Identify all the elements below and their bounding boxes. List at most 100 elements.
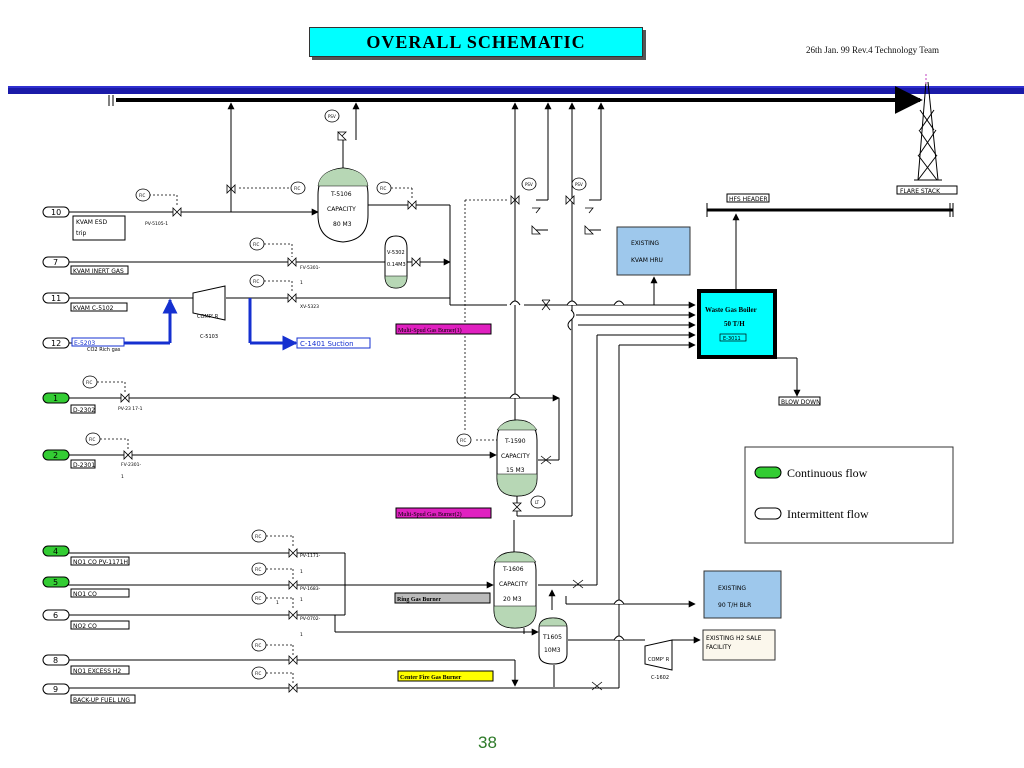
existing-blr-box	[703, 570, 782, 619]
svg-text:KVAM HRU: KVAM HRU	[631, 257, 663, 264]
svg-text:CAPACITY: CAPACITY	[501, 453, 530, 460]
svg-text:D-2302: D-2302	[73, 407, 95, 414]
existing-kvam-hru-box	[616, 226, 691, 276]
svg-text:FIC: FIC	[380, 186, 386, 191]
svg-text:11: 11	[51, 294, 61, 303]
svg-text:PSV: PSV	[575, 182, 583, 187]
burner-label-center: Center Fire Gas Burner	[400, 675, 462, 681]
svg-text:FV-5301-: FV-5301-	[300, 265, 320, 271]
top-header-bar-shade	[8, 86, 1024, 88]
svg-text:T-1606: T-1606	[502, 566, 524, 573]
svg-text:7: 7	[53, 258, 58, 267]
svg-text:KVAM ESD: KVAM ESD	[76, 219, 107, 226]
svg-text:XV-5323: XV-5323	[300, 304, 319, 310]
vessel-t1606: T-1606 CAPACITY 20 M3	[493, 551, 537, 629]
date-sup: 26	[806, 45, 815, 55]
burner-label-center-box	[397, 670, 494, 682]
svg-text:FACILITY: FACILITY	[706, 644, 732, 651]
date-revision: 26th Jan. 99 Rev.4 Technology Team	[806, 45, 939, 55]
svg-text:0.14M3: 0.14M3	[387, 262, 406, 268]
svg-text:FIC: FIC	[460, 438, 466, 443]
stream-10: 10 KVAM ESD trip	[42, 206, 126, 241]
hfs-header-label-box	[726, 193, 770, 203]
stream-tags: 10 KVAM ESD trip 7 KVAM INERT GAS 11 KVA…	[42, 206, 136, 704]
burner-label-msg2-box	[395, 507, 492, 519]
svg-text:T-5106: T-5106	[330, 191, 352, 198]
svg-text:FIC: FIC	[255, 534, 261, 539]
svg-text:FV-2301-: FV-2301-	[121, 462, 141, 468]
burner-label-msg2: Multi-Spud Gas Burner(2)	[398, 511, 462, 518]
svg-text:1: 1	[300, 569, 303, 575]
vessel-t1605: T1605 10M3	[538, 617, 568, 665]
co2-rich-gas-label: CO2 Rich gas	[87, 347, 121, 353]
compressor-c1602-icon	[644, 639, 673, 671]
svg-text:PSV: PSV	[525, 182, 533, 187]
svg-text:C-1602: C-1602	[651, 675, 669, 681]
blue-flows	[120, 298, 298, 351]
svg-text:LT: LT	[535, 500, 540, 505]
stream-11: 11 KVAM C-5102	[42, 292, 128, 312]
top-header-bar	[8, 86, 1024, 94]
svg-text:FIC: FIC	[255, 643, 261, 648]
svg-text:FIC: FIC	[253, 279, 259, 284]
c1401-suction-box	[296, 337, 371, 349]
instrument-bubbles	[82, 109, 587, 680]
svg-text:KVAM C-5102: KVAM C-5102	[73, 305, 114, 312]
legend-intermittent-swatch	[754, 507, 782, 520]
svg-text:1: 1	[53, 394, 58, 403]
page-title: OVERALL SCHEMATIC	[309, 27, 643, 57]
svg-text:NO2 CO: NO2 CO	[73, 623, 97, 630]
burner-label-ring-box	[394, 592, 491, 604]
svg-text:EXISTING: EXISTING	[718, 585, 746, 592]
svg-text:80 M3: 80 M3	[333, 221, 352, 228]
svg-text:9: 9	[53, 685, 58, 694]
svg-text:15 M3: 15 M3	[506, 467, 525, 474]
page-number: 38	[478, 733, 497, 752]
hfs-header-label: HFS HEADER	[729, 196, 768, 203]
date-rest: th Jan. 99 Rev.4 Technology Team	[815, 45, 940, 55]
legend-continuous-label: Continuous flow	[787, 466, 868, 480]
safety-valves	[337, 131, 603, 691]
flare-stack-label-box	[896, 185, 958, 195]
svg-text:PSV: PSV	[328, 114, 336, 119]
svg-text:E-5203: E-5203	[74, 340, 95, 347]
valve-tags: PV-5105-1 FV-5301- 1 XV-5323 PV-23 17-1 …	[118, 221, 321, 638]
stream-6: 6 NO2 CO	[42, 609, 130, 630]
svg-text:90 T/H BLR: 90 T/H BLR	[718, 602, 751, 609]
svg-text:FIC: FIC	[139, 193, 145, 198]
svg-text:FIC: FIC	[89, 437, 95, 442]
stream-8: 8 NO1 EXCESS H2	[42, 654, 130, 675]
c1401-suction-label: C-1401 Suction	[300, 340, 354, 348]
svg-text:PV-1683-: PV-1683-	[300, 586, 321, 592]
svg-text:C-5103: C-5103	[200, 334, 218, 340]
svg-text:FIC: FIC	[255, 567, 261, 572]
svg-text:10: 10	[51, 208, 61, 217]
svg-text:1: 1	[300, 597, 303, 603]
svg-text:V-5302: V-5302	[387, 250, 405, 256]
hfs-header	[706, 203, 954, 217]
svg-text:BACK-UP FUEL LNG: BACK-UP FUEL LNG	[73, 697, 130, 704]
svg-text:PV-23 17-1: PV-23 17-1	[118, 406, 143, 412]
svg-text:FIC: FIC	[255, 671, 261, 676]
svg-text:COMP' R: COMP' R	[197, 314, 219, 320]
legend-intermittent-label: Intermittent flow	[787, 507, 869, 521]
svg-text:FIC: FIC	[86, 380, 92, 385]
blowdown-label-box	[778, 396, 821, 406]
existing-h2-sale-box	[702, 629, 776, 661]
svg-text:NO1 CO PV-1171H: NO1 CO PV-1171H	[73, 559, 128, 566]
instrument-tags: FIC FIC FIC FIC FIC FIC FIC FIC FIC FIC …	[86, 114, 583, 676]
svg-text:D-2301: D-2301	[73, 462, 95, 469]
svg-text:FIC: FIC	[255, 596, 261, 601]
stream-12: 12 E-5203	[42, 337, 125, 349]
flare-stack-label: FLARE STACK	[900, 188, 941, 195]
vessel-t1590: T-1590 CAPACITY 15 M3	[496, 419, 538, 497]
vessel-t5106: T-5106 CAPACITY 80 M3	[317, 167, 369, 243]
svg-text:4: 4	[53, 547, 58, 556]
svg-text:Waste Gas Boiler: Waste Gas Boiler	[705, 306, 757, 314]
blowdown-label: BLOW DOWN	[781, 399, 821, 406]
svg-text:6: 6	[53, 611, 58, 620]
vessel-v5302: V-5302 0.14M3	[384, 235, 408, 289]
svg-text:T-1590: T-1590	[504, 438, 526, 445]
stream-2: 2 D-2301	[42, 449, 96, 469]
svg-text:12: 12	[51, 339, 61, 348]
